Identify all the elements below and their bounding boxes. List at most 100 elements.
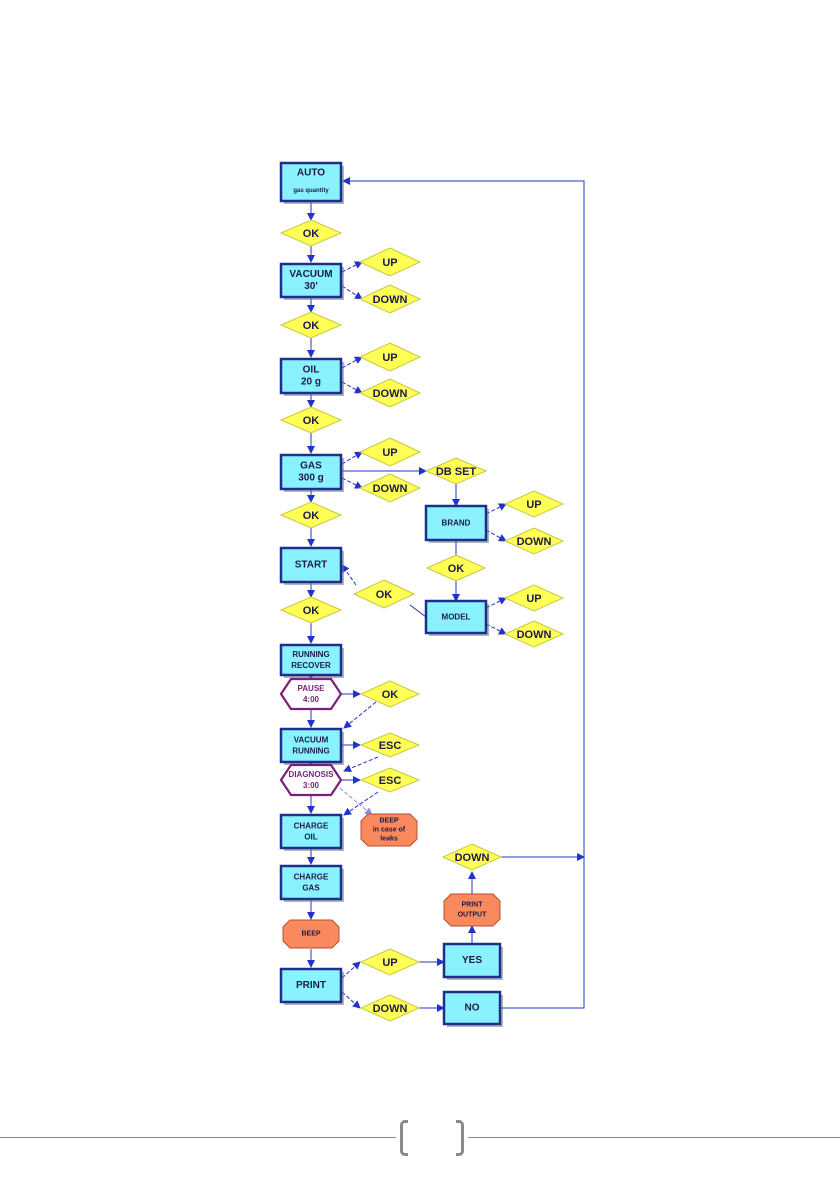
edge-esc-diagnosis <box>344 757 378 771</box>
node-gas-text: 300 g <box>298 473 324 484</box>
edge-diagnosis-beep <box>340 788 372 815</box>
node-auto-text: AUTO <box>297 168 325 179</box>
decision-final-down: DOWN <box>443 844 501 870</box>
decision-ok-1-text: OK <box>303 228 320 240</box>
node-vacuum-running-text: RUNNING <box>292 747 329 756</box>
node-running-recover-text: RUNNING <box>292 650 329 659</box>
edge-oil-down <box>342 382 362 393</box>
edge-gas-down <box>342 478 362 488</box>
decision-db-set: DB SET <box>426 458 486 484</box>
decision-final-down-text: DOWN <box>455 852 490 864</box>
node-running-recover-text: RECOVER <box>291 661 331 670</box>
node-brand: BRAND <box>426 506 489 543</box>
node-pause: PAUSE 4:00 <box>281 679 341 709</box>
node-diagnosis-text: DIAGNOSIS <box>289 770 335 779</box>
footer-rule-left <box>0 1137 396 1138</box>
decision-oil-down-text: DOWN <box>373 388 408 400</box>
node-print-output-text: OUTPUT <box>458 912 488 919</box>
node-beep: BEEP <box>283 920 339 948</box>
node-no: NO <box>444 992 503 1027</box>
decision-model-down: DOWN <box>505 621 563 647</box>
decision-ok-brand: OK <box>427 555 485 581</box>
edge-vacuum-down <box>342 286 362 299</box>
node-beep-leaks: BEEP in case of leaks <box>361 814 417 846</box>
decision-ok-start-text: OK <box>376 589 393 601</box>
decision-model-up: UP <box>505 585 563 611</box>
edge-pause-ok-back <box>344 702 376 728</box>
node-print-output: PRINT OUTPUT <box>444 894 500 926</box>
decision-model-up-text: UP <box>526 593 541 605</box>
node-no-text: NO <box>465 1003 480 1014</box>
node-beep-text: BEEP <box>301 931 320 938</box>
decision-vacuum-up: UP <box>360 248 420 276</box>
decision-oil-up-text: UP <box>382 352 397 364</box>
edge-print-down <box>342 992 360 1008</box>
node-running-recover: RUNNING RECOVER <box>281 645 344 678</box>
decision-gas-down: DOWN <box>360 474 420 502</box>
decision-brand-down: DOWN <box>505 528 563 554</box>
node-pause-text: PAUSE <box>298 684 326 693</box>
decision-ok-5: OK <box>281 597 341 623</box>
decision-ok-3: OK <box>281 407 341 433</box>
decision-print-down: DOWN <box>361 995 419 1021</box>
page-number-bracket-left <box>400 1120 408 1156</box>
node-beep-leaks-text: leaks <box>380 836 398 843</box>
node-print-output-text: PRINT <box>462 902 484 909</box>
edge-ok-start-back <box>342 565 356 585</box>
edge-oil-up <box>342 357 362 368</box>
node-start-text: START <box>295 560 328 571</box>
edge-esc-charge-oil <box>344 792 378 815</box>
node-yes: YES <box>444 944 503 980</box>
node-vacuum-running-text: VACUUM <box>294 736 329 745</box>
decision-esc-1: ESC <box>361 733 419 757</box>
node-auto-text: gas quantity <box>293 188 329 194</box>
node-print: PRINT <box>281 969 344 1005</box>
decision-brand-up: UP <box>505 491 563 517</box>
node-oil-text: OIL <box>303 365 320 376</box>
decision-vacuum-down: DOWN <box>360 285 420 313</box>
decision-brand-up-text: UP <box>526 499 541 511</box>
decision-ok-2-text: OK <box>303 320 320 332</box>
node-charge-oil-text: OIL <box>304 833 317 842</box>
decision-print-up: UP <box>361 949 419 975</box>
decision-db-set-text: DB SET <box>436 466 477 478</box>
decision-esc-1-text: ESC <box>379 740 402 752</box>
node-model-text: MODEL <box>442 613 471 622</box>
decision-pause-ok-text: OK <box>382 689 399 701</box>
edge-model-ok <box>410 605 426 617</box>
node-oil-text: 20 g <box>301 377 321 388</box>
node-vacuum-text: 30' <box>304 281 318 292</box>
decision-ok-1: OK <box>281 220 341 246</box>
node-yes-text: YES <box>462 955 482 966</box>
decision-gas-up: UP <box>360 438 420 466</box>
decision-brand-down-text: DOWN <box>517 536 552 548</box>
decision-ok-5-text: OK <box>303 605 320 617</box>
decision-gas-up-text: UP <box>382 447 397 459</box>
footer-rule-right <box>468 1137 840 1138</box>
decision-print-down-text: DOWN <box>373 1003 408 1015</box>
page-number-bracket-right <box>456 1120 464 1156</box>
decision-vacuum-down-text: DOWN <box>373 294 408 306</box>
decision-esc-2-text: ESC <box>379 775 402 787</box>
edge-vacuum-up <box>342 262 362 272</box>
node-brand-text: BRAND <box>442 519 471 528</box>
decision-ok-4: OK <box>281 502 341 528</box>
node-pause-text: 4:00 <box>303 695 320 704</box>
decision-esc-2: ESC <box>361 768 419 792</box>
decision-gas-down-text: DOWN <box>373 483 408 495</box>
node-beep-leaks-text: in case of <box>373 827 406 834</box>
node-print-text: PRINT <box>296 980 326 991</box>
decision-pause-ok: OK <box>361 681 419 707</box>
decision-oil-down: DOWN <box>360 379 420 407</box>
decision-oil-up: UP <box>360 343 420 371</box>
decision-print-up-text: UP <box>382 957 397 969</box>
node-vacuum-running: VACUUM RUNNING <box>281 729 344 765</box>
edge-gas-up <box>342 452 362 464</box>
node-beep-leaks-text: BEEP <box>379 818 398 825</box>
